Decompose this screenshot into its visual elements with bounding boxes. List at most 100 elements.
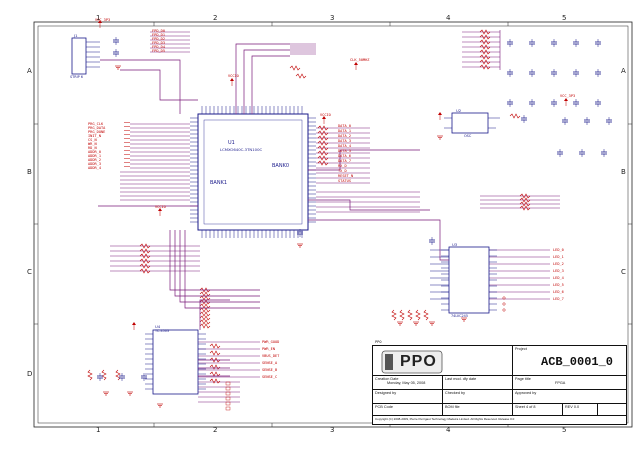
osc-ref: U2 bbox=[456, 108, 462, 113]
col-label-4: 4 bbox=[446, 14, 451, 22]
net-right: DATA_2 bbox=[338, 134, 351, 138]
net-left: ADDR_0 bbox=[88, 150, 101, 154]
resistor-left-bus bbox=[139, 248, 151, 254]
fpga-ref: U1 bbox=[228, 140, 235, 146]
net-led: LED_5 bbox=[553, 283, 564, 287]
rbank-resistor bbox=[479, 59, 491, 65]
resistor-left-bus bbox=[139, 258, 151, 264]
net-left: CS_N bbox=[88, 138, 97, 142]
net-right: DATA_1 bbox=[338, 129, 351, 133]
net-left: PRG_DATA bbox=[88, 126, 106, 130]
test-point bbox=[502, 302, 506, 306]
rbank-resistor bbox=[479, 54, 491, 60]
connector-name: STRIP 6 bbox=[70, 75, 83, 79]
rev-value: 0.0 bbox=[573, 405, 580, 409]
cap-array bbox=[97, 37, 612, 381]
rbank-resistor bbox=[479, 49, 491, 55]
rbank-resistor bbox=[479, 29, 491, 35]
resistor-mid bbox=[199, 311, 211, 317]
frame-ticks bbox=[34, 22, 632, 427]
approved-label: Approved by bbox=[515, 391, 537, 395]
net-led: LED_7 bbox=[553, 297, 564, 301]
title-logo-cell: PPO bbox=[373, 346, 513, 376]
col-label-1-bottom: 1 bbox=[96, 426, 101, 434]
spare-cell bbox=[598, 404, 626, 416]
last-mod-cell: Last mod. dfy date bbox=[443, 376, 513, 390]
resistor-vertical bbox=[415, 309, 421, 321]
regulator-ref: U4 bbox=[155, 324, 161, 329]
net-left: ADDR_2 bbox=[88, 158, 101, 162]
power-symbol bbox=[438, 112, 442, 115]
bus-lines bbox=[98, 43, 449, 377]
net-top: FPD_D5 bbox=[152, 49, 165, 53]
row-label-b-right: B bbox=[621, 168, 626, 176]
net-bottom: SENSE_C bbox=[262, 375, 278, 379]
test-pad bbox=[225, 391, 231, 396]
project-name: ACB_0001_0 bbox=[541, 355, 614, 369]
net-right: DATA_0 bbox=[338, 124, 351, 128]
rev-cell: REV 0.0 bbox=[563, 404, 598, 416]
net-led: LED_6 bbox=[553, 290, 564, 294]
resistor-right bbox=[317, 150, 329, 156]
net-left: ADDR_3 bbox=[88, 162, 101, 166]
row-label-a-right: A bbox=[621, 67, 626, 75]
net-led: LED_1 bbox=[553, 255, 564, 259]
net-vcc-right: VCC_3P3 bbox=[560, 94, 576, 98]
resistor-right bbox=[317, 145, 329, 151]
resistor-reg bbox=[101, 369, 107, 381]
test-pad bbox=[225, 406, 231, 411]
resistor-bottom bbox=[209, 350, 221, 356]
net-vccio-right: VCCIO bbox=[320, 113, 331, 117]
fpga-part: LCMXO640C-3TN100C bbox=[220, 147, 263, 152]
fpga-inner bbox=[203, 119, 303, 225]
net-right: STATUS bbox=[338, 179, 351, 183]
resistor-top bbox=[289, 65, 301, 71]
resistor-right bbox=[317, 125, 329, 131]
resistor-vertical bbox=[423, 309, 429, 321]
test-point bbox=[502, 308, 506, 312]
sheet-value: 4 of 8 bbox=[526, 405, 536, 409]
col-label-1: 1 bbox=[96, 14, 101, 22]
creation-label: Creation Date bbox=[375, 377, 399, 381]
net-right: DATA_7 bbox=[338, 159, 351, 163]
power-symbol bbox=[322, 116, 326, 119]
row-label-c: C bbox=[27, 268, 32, 276]
col-label-3-bottom: 3 bbox=[330, 426, 335, 434]
page-title-cell: Page title FPGA bbox=[513, 376, 626, 390]
resistor-mid bbox=[199, 295, 211, 301]
last-mod-label: Last mod. dfy date bbox=[445, 377, 477, 381]
creation-cell: Creation Date Monday, May 05, 2008 bbox=[373, 376, 443, 390]
net-left: RD_N bbox=[88, 146, 97, 150]
net-vccio-top: VCCIO bbox=[228, 74, 239, 78]
checked-cell: Checked by bbox=[443, 390, 513, 404]
power-symbol bbox=[564, 98, 568, 101]
ppo-section-label: PPO bbox=[375, 340, 382, 344]
row-label-b: B bbox=[27, 168, 32, 176]
resistor-mid bbox=[199, 291, 211, 297]
creation-value: Monday, May 05, 2008 bbox=[387, 381, 426, 385]
col-label-2: 2 bbox=[213, 14, 218, 22]
net-led: LED_4 bbox=[553, 276, 564, 280]
osc-body bbox=[451, 112, 489, 134]
designed-cell: Designed by bbox=[373, 390, 443, 404]
fpga-bank0: BANK0 bbox=[272, 163, 290, 169]
power-symbol bbox=[98, 20, 102, 23]
company-logo-icon bbox=[381, 350, 443, 374]
net-right: DATA_6 bbox=[338, 154, 351, 158]
sheet-cell: Sheet 4 of 8 bbox=[513, 404, 563, 416]
project-label: Project bbox=[515, 347, 527, 351]
net-led: LED_2 bbox=[553, 262, 564, 266]
osc-name: OSC bbox=[464, 134, 472, 138]
buffer-ref: U3 bbox=[452, 242, 458, 247]
net-left: PRG_CLK bbox=[88, 122, 104, 126]
resistor-top bbox=[295, 73, 307, 79]
wires bbox=[110, 31, 560, 403]
net-top: FPD_D3 bbox=[152, 41, 165, 45]
resistor-mid bbox=[199, 307, 211, 313]
resistor-right bbox=[317, 135, 329, 141]
resistor-osc bbox=[509, 113, 521, 119]
resistor-vertical bbox=[407, 309, 413, 321]
net-top: FPD_D4 bbox=[152, 45, 165, 49]
col-label-5: 5 bbox=[562, 14, 567, 22]
net-right: TX_D bbox=[338, 169, 347, 173]
